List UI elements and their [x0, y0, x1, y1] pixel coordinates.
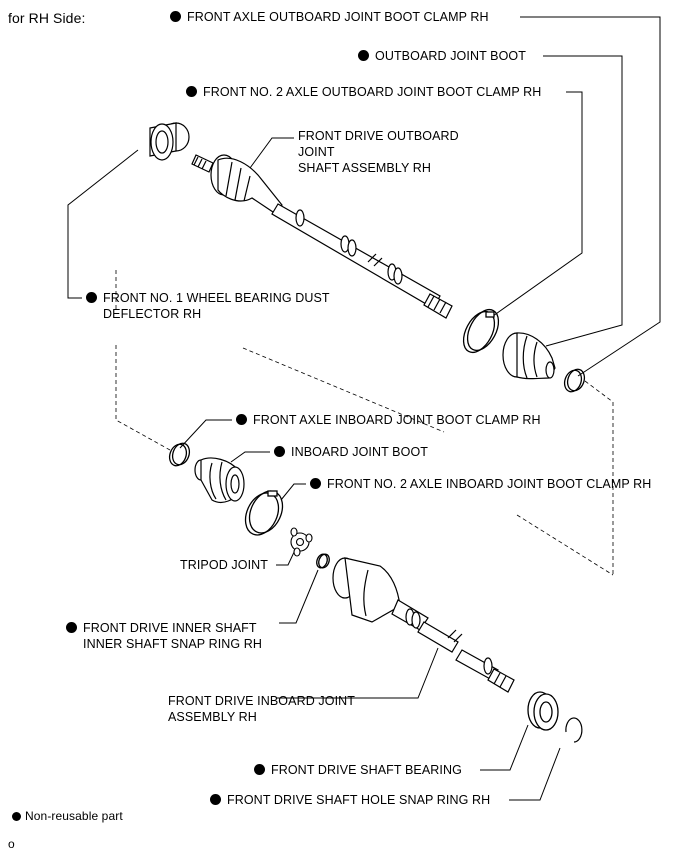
- label-outboard-joint-boot: OUTBOARD JOINT BOOT: [358, 48, 526, 64]
- non-reusable-icon: [86, 292, 97, 303]
- outboard-boot-part: [502, 332, 556, 380]
- leader-dust-deflector: [67, 149, 139, 299]
- label-tripod-joint: TRIPOD JOINT: [180, 558, 269, 572]
- outboard-shaft-part: [191, 154, 453, 319]
- non-reusable-icon: [236, 414, 247, 425]
- guide-line-right: [584, 380, 614, 575]
- leader-front-axle-inboard-clamp: [179, 419, 232, 449]
- inboard-boot-part: [194, 457, 245, 503]
- leader-outboard-joint-boot: [543, 55, 623, 347]
- non-reusable-icon: [254, 764, 265, 775]
- outboard-small-clamp-part: [563, 368, 586, 393]
- dust-deflector-part: [149, 122, 190, 161]
- label-inboard-joint-boot: INBOARD JOINT BOOT: [274, 444, 428, 460]
- inboard-no2-clamp-part: [244, 490, 284, 536]
- leader-front-no2-outboard-clamp: [492, 91, 583, 317]
- leader-tripod-joint: [276, 547, 297, 566]
- label-front-no2-inboard-clamp: FRONT NO. 2 AXLE INBOARD JOINT BOOT CLAM…: [310, 476, 651, 492]
- tripod-joint-part: [290, 527, 313, 557]
- inboard-small-clamp-part: [168, 442, 191, 467]
- guide-line-middle: [242, 347, 445, 433]
- non-reusable-icon: [274, 446, 285, 457]
- label-shaft-bearing: FRONT DRIVE SHAFT BEARING: [254, 762, 462, 778]
- label-front-no2-outboard-clamp: FRONT NO. 2 AXLE OUTBOARD JOINT BOOT CLA…: [186, 84, 541, 100]
- label-front-axle-outboard-clamp: FRONT AXLE OUTBOARD JOINT BOOT CLAMP RH: [170, 9, 489, 25]
- label-front-axle-inboard-clamp: FRONT AXLE INBOARD JOINT BOOT CLAMP RH: [236, 412, 541, 428]
- leader-outboard-shaft: [249, 137, 294, 169]
- leader-snap-ring: [279, 569, 319, 624]
- page-title: for RH Side:: [8, 10, 86, 26]
- legend-non-reusable: Non-reusable part: [12, 808, 123, 824]
- non-reusable-icon: [310, 478, 321, 489]
- figure-code: o: [8, 837, 15, 851]
- leader-front-no2-inboard-clamp: [280, 483, 306, 501]
- non-reusable-icon: [12, 812, 21, 821]
- non-reusable-icon: [66, 622, 77, 633]
- inner-snap-ring-part: [316, 553, 330, 569]
- hole-snap-ring-part: [565, 717, 583, 743]
- leader-hole-snap-ring: [509, 747, 561, 801]
- leader-inboard-assembly: [276, 647, 439, 699]
- leader-front-axle-outboard-clamp: [520, 16, 661, 377]
- label-hole-snap-ring: FRONT DRIVE SHAFT HOLE SNAP RING RH: [210, 792, 490, 808]
- guide-line-right-2: [516, 514, 614, 576]
- leader-inboard-joint-boot: [230, 451, 270, 463]
- inboard-assembly-part: [332, 557, 515, 693]
- shaft-bearing-part: [527, 691, 559, 731]
- non-reusable-icon: [170, 11, 181, 22]
- non-reusable-icon: [358, 50, 369, 61]
- non-reusable-icon: [210, 794, 221, 805]
- guide-line-left-2: [115, 345, 171, 451]
- leader-shaft-bearing: [480, 724, 529, 771]
- non-reusable-icon: [186, 86, 197, 97]
- outboard-no2-clamp-part: [462, 308, 500, 354]
